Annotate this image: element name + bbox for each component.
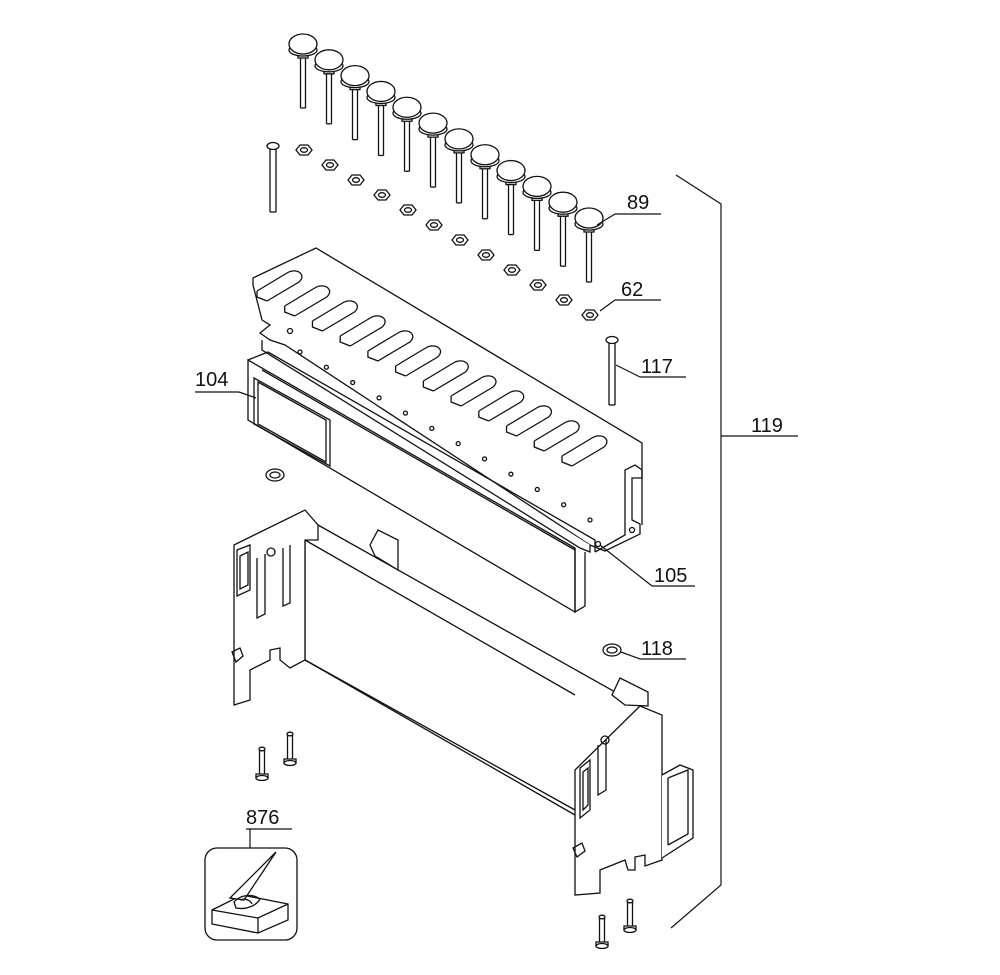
tray-slot xyxy=(533,420,580,452)
tray-slot xyxy=(256,270,303,302)
knob-row xyxy=(288,33,604,283)
slotted-tray xyxy=(252,247,643,553)
grommet-left xyxy=(265,468,285,482)
tray-slot xyxy=(284,285,331,317)
grommet-118 xyxy=(602,643,622,657)
tray-slot xyxy=(339,315,386,347)
callout-leaders xyxy=(195,174,798,929)
nut xyxy=(347,174,365,186)
knob xyxy=(288,33,318,109)
tray-hole xyxy=(323,364,330,370)
bottom-screw xyxy=(283,731,297,767)
nut xyxy=(399,204,417,216)
nut xyxy=(529,279,547,291)
tray-slot xyxy=(450,375,497,407)
tray-hole xyxy=(455,440,461,447)
bottom-screws xyxy=(255,731,637,950)
nut xyxy=(451,234,469,246)
callout-105: 105 xyxy=(654,565,687,587)
shelf-104 xyxy=(247,351,643,614)
tray-hole xyxy=(429,425,435,432)
tray-slot xyxy=(423,360,469,392)
knob xyxy=(522,175,552,252)
tray-hole xyxy=(376,395,382,401)
tray-hole xyxy=(402,410,409,416)
nut xyxy=(373,189,391,201)
tray-hole xyxy=(587,517,593,523)
knob xyxy=(470,144,500,220)
tray-slot xyxy=(561,435,608,467)
knob xyxy=(340,64,370,141)
knob xyxy=(574,207,604,283)
nut xyxy=(555,294,573,306)
tray-hole xyxy=(350,379,356,386)
knob xyxy=(366,80,396,157)
tray-slot xyxy=(312,300,358,332)
base-frame xyxy=(231,509,694,896)
tray-hole xyxy=(560,502,567,508)
bottom-screw xyxy=(595,914,609,950)
nut xyxy=(321,159,339,171)
nut xyxy=(581,309,599,321)
callout-876: 876 xyxy=(246,807,279,829)
nut xyxy=(295,144,313,156)
nut xyxy=(503,264,521,276)
callout-89: 89 xyxy=(627,192,649,214)
tray-hole xyxy=(297,349,303,355)
bottom-screw xyxy=(255,746,269,782)
tray-hole xyxy=(534,486,540,493)
tray-slot xyxy=(367,330,414,362)
callout-119: 119 xyxy=(751,415,783,437)
knob xyxy=(496,159,526,236)
knob xyxy=(444,128,474,204)
knob xyxy=(548,191,578,267)
callout-62: 62 xyxy=(621,279,643,301)
knob xyxy=(418,112,448,188)
nut xyxy=(477,249,495,261)
tray-slot xyxy=(506,405,553,437)
knob xyxy=(392,96,422,172)
callout-104: 104 xyxy=(195,369,228,391)
callout-117: 117 xyxy=(641,356,673,378)
nut xyxy=(425,219,443,231)
bottom-screw xyxy=(623,898,637,934)
tray-slot xyxy=(395,345,442,377)
tray-hole xyxy=(508,471,514,477)
knob xyxy=(314,49,344,125)
nut-row xyxy=(295,144,599,321)
tray-hole xyxy=(481,456,488,462)
hardware-bag-876 xyxy=(204,847,298,941)
long-screw-left xyxy=(266,141,280,213)
screw-117 xyxy=(605,335,619,406)
tray-slot xyxy=(478,390,525,422)
callout-118: 118 xyxy=(641,638,673,660)
